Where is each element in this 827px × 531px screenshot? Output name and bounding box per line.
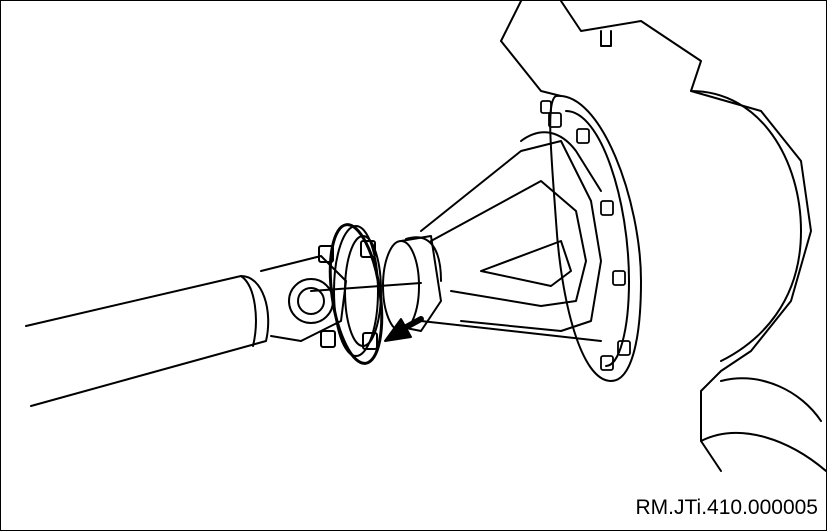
differential-carrier: [420, 94, 642, 382]
arrow-icon: [384, 316, 424, 342]
universal-joint: [260, 255, 422, 342]
figure-reference-code: RM.JTi.410.000005: [635, 496, 819, 519]
alignment-mark-highlight: [328, 223, 384, 365]
carrier-bolts: [540, 100, 631, 371]
propeller-shaft-tube: [25, 275, 270, 407]
companion-flange: [318, 225, 382, 357]
axle-housing: [500, 1, 826, 472]
